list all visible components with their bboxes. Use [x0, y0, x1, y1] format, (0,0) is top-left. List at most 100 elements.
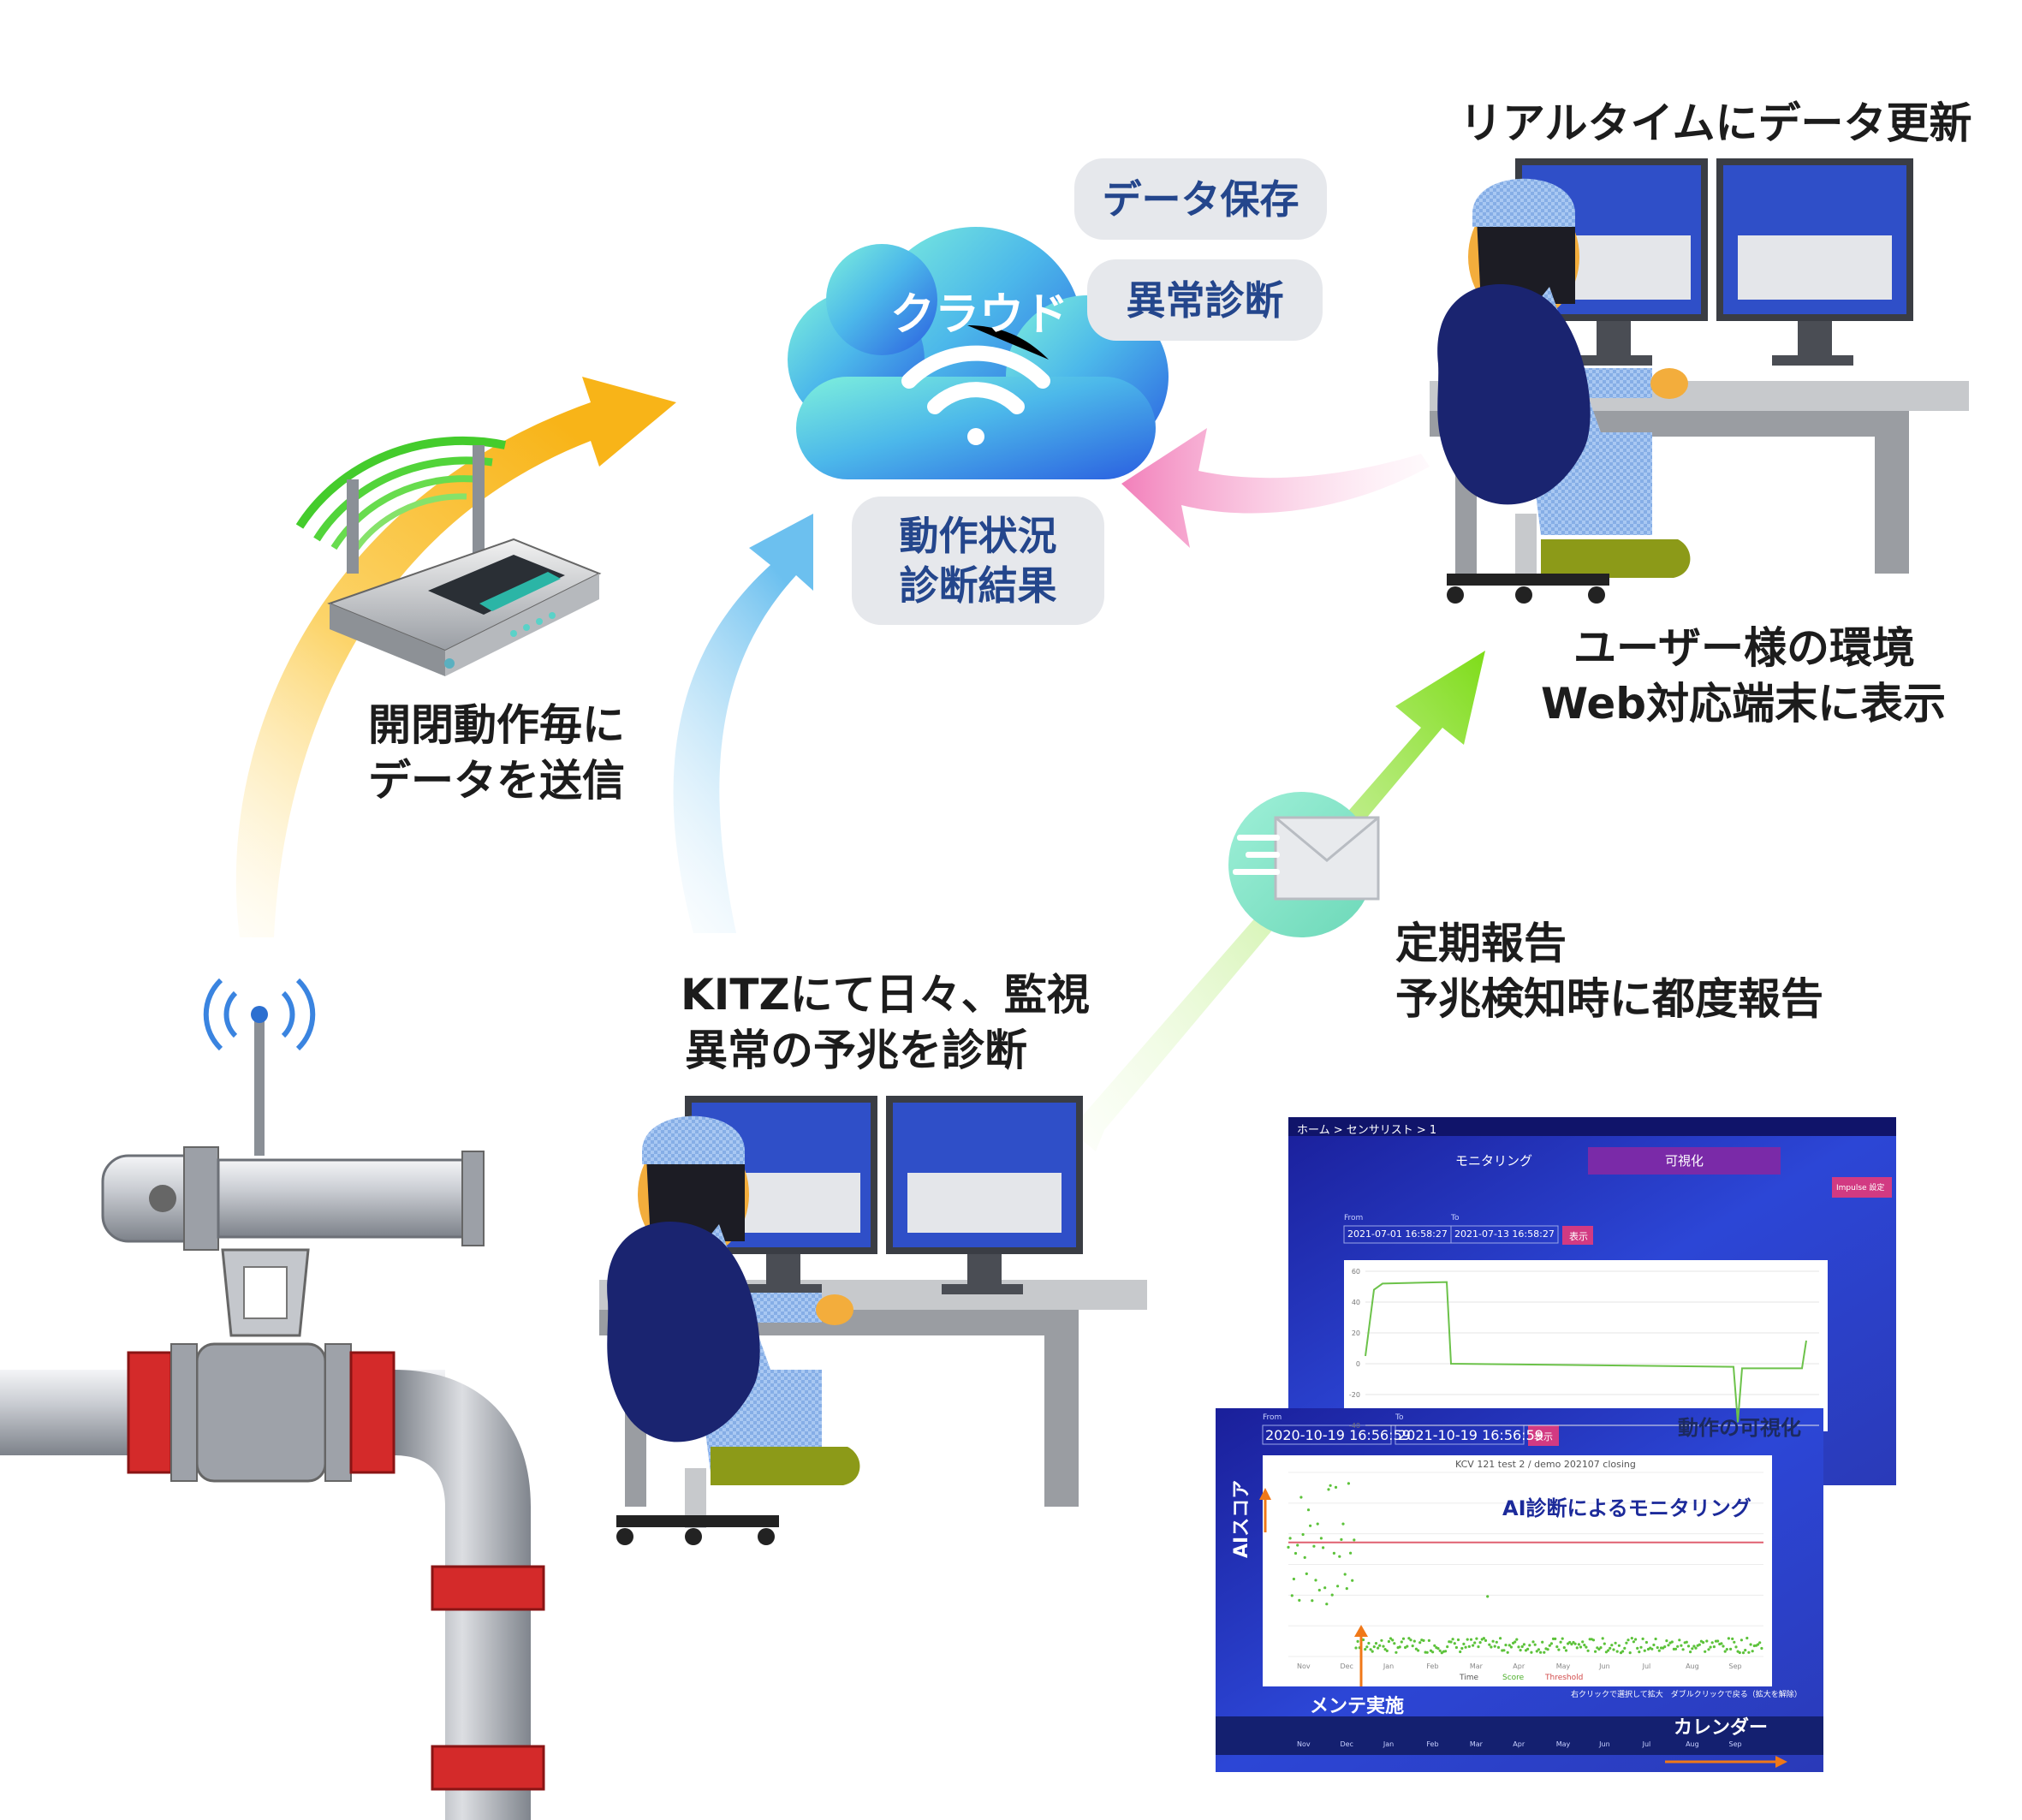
- score-point: [1758, 1641, 1762, 1645]
- score-point: [1287, 1545, 1290, 1549]
- score-point: [1568, 1640, 1572, 1645]
- score-point: [1573, 1642, 1577, 1645]
- score-point: [1610, 1644, 1614, 1647]
- score-point: [1564, 1649, 1568, 1652]
- front-to-input[interactable]: 2021-10-19 16:56:59: [1398, 1427, 1543, 1443]
- x-tick-label: Apr: [1513, 1662, 1525, 1670]
- score-point: [1343, 1573, 1347, 1576]
- score-point: [1745, 1636, 1749, 1640]
- score-point: [1449, 1640, 1453, 1644]
- score-point: [1389, 1637, 1393, 1640]
- score-point: [1530, 1650, 1533, 1654]
- score-point: [1681, 1648, 1685, 1651]
- score-point: [1407, 1637, 1411, 1640]
- score-point: [1689, 1650, 1692, 1654]
- score-point: [1488, 1643, 1491, 1646]
- status-line1: 動作状況: [899, 513, 1057, 559]
- front-to-label: To: [1395, 1413, 1404, 1422]
- maintenance-arrowhead: [1354, 1625, 1368, 1637]
- annotation-calendar: カレンダー: [1674, 1717, 1769, 1739]
- score-point: [1361, 1638, 1365, 1642]
- score-point: [1438, 1649, 1442, 1652]
- score-point: [1454, 1645, 1458, 1650]
- score-point: [1617, 1644, 1621, 1647]
- tab-monitoring[interactable]: モニタリング: [1455, 1153, 1533, 1169]
- annotation-maintenance: メンテ実施: [1310, 1696, 1405, 1717]
- calendar-month-label: Dec: [1340, 1740, 1353, 1748]
- score-point: [1751, 1650, 1754, 1653]
- score-point: [1364, 1648, 1367, 1651]
- score-point: [1541, 1640, 1544, 1644]
- score-point: [1561, 1637, 1564, 1640]
- score-point: [1436, 1647, 1440, 1650]
- back-to-input[interactable]: 2021-07-13 16:58:27: [1454, 1228, 1555, 1240]
- score-point: [1515, 1638, 1519, 1641]
- back-y-tick: 20: [1352, 1329, 1360, 1337]
- score-point: [1378, 1644, 1382, 1647]
- score-point: [1327, 1488, 1330, 1491]
- score-point: [1293, 1551, 1298, 1555]
- x-tick-label: Jun: [1598, 1662, 1610, 1670]
- score-point: [1522, 1643, 1525, 1646]
- score-point: [1473, 1641, 1477, 1645]
- score-point: [1709, 1645, 1712, 1649]
- score-point: [1462, 1642, 1466, 1645]
- score-point: [1531, 1640, 1535, 1644]
- score-point: [1456, 1638, 1460, 1642]
- score-point: [1594, 1650, 1597, 1653]
- score-point: [1319, 1537, 1323, 1540]
- score-point: [1691, 1647, 1694, 1650]
- back-to-label: To: [1451, 1214, 1460, 1222]
- score-point: [1299, 1496, 1303, 1499]
- score-point: [1444, 1650, 1448, 1653]
- score-point: [1639, 1645, 1643, 1649]
- impulse-settings-button[interactable]: Impulse 設定: [1836, 1184, 1885, 1193]
- score-point: [1680, 1644, 1683, 1647]
- score-point: [1634, 1638, 1638, 1641]
- score-point: [1543, 1650, 1546, 1654]
- score-point: [1371, 1650, 1374, 1653]
- score-point: [1298, 1598, 1301, 1602]
- score-point: [1296, 1543, 1299, 1547]
- score-point: [1466, 1638, 1469, 1641]
- score-point: [1551, 1637, 1555, 1640]
- tab-visualize[interactable]: 可視化: [1665, 1153, 1704, 1169]
- score-point: [1630, 1637, 1633, 1640]
- valve-icon: [0, 978, 545, 1820]
- score-point: [1663, 1645, 1667, 1649]
- score-point: [1451, 1638, 1454, 1641]
- score-point: [1621, 1650, 1625, 1653]
- score-point: [1334, 1485, 1338, 1489]
- score-point: [1336, 1585, 1340, 1588]
- score-point: [1643, 1649, 1646, 1652]
- kitz-operator-workstation: [599, 1096, 1147, 1545]
- back-from-input[interactable]: 2021-07-01 16:58:27: [1347, 1228, 1448, 1240]
- score-point: [1702, 1641, 1705, 1645]
- zoom-hint: 右クリックで選択して拡大 ダブルクリックで戻る（拡大を解除）: [1571, 1691, 1802, 1699]
- score-point: [1678, 1639, 1681, 1642]
- front-show-button[interactable]: 表示: [1534, 1431, 1553, 1442]
- score-point: [1628, 1651, 1632, 1655]
- y-axis-arrowhead: [1259, 1488, 1271, 1500]
- calendar-month-label: Nov: [1297, 1740, 1311, 1748]
- score-point: [1509, 1645, 1513, 1649]
- score-point: [1323, 1586, 1327, 1590]
- score-point: [1400, 1640, 1403, 1644]
- score-point: [1716, 1639, 1720, 1643]
- score-point: [1365, 1645, 1369, 1649]
- score-point: [1322, 1546, 1325, 1549]
- pill-anomaly-diagnosis: 異常診断: [1087, 259, 1323, 341]
- score-point: [1519, 1649, 1522, 1652]
- score-point: [1369, 1648, 1372, 1651]
- x-tick-label: Jan: [1383, 1662, 1394, 1670]
- calendar-month-label: Mar: [1470, 1740, 1484, 1748]
- x-tick-label: Dec: [1340, 1662, 1353, 1670]
- score-point: [1604, 1650, 1608, 1654]
- front-from-input[interactable]: 2020-10-19 16:56:59: [1265, 1427, 1411, 1443]
- score-point: [1581, 1640, 1585, 1644]
- back-show-button[interactable]: 表示: [1569, 1231, 1588, 1242]
- calendar-month-label: Feb: [1426, 1740, 1438, 1748]
- score-point: [1367, 1641, 1371, 1645]
- calendar-month-label: Jun: [1598, 1740, 1610, 1748]
